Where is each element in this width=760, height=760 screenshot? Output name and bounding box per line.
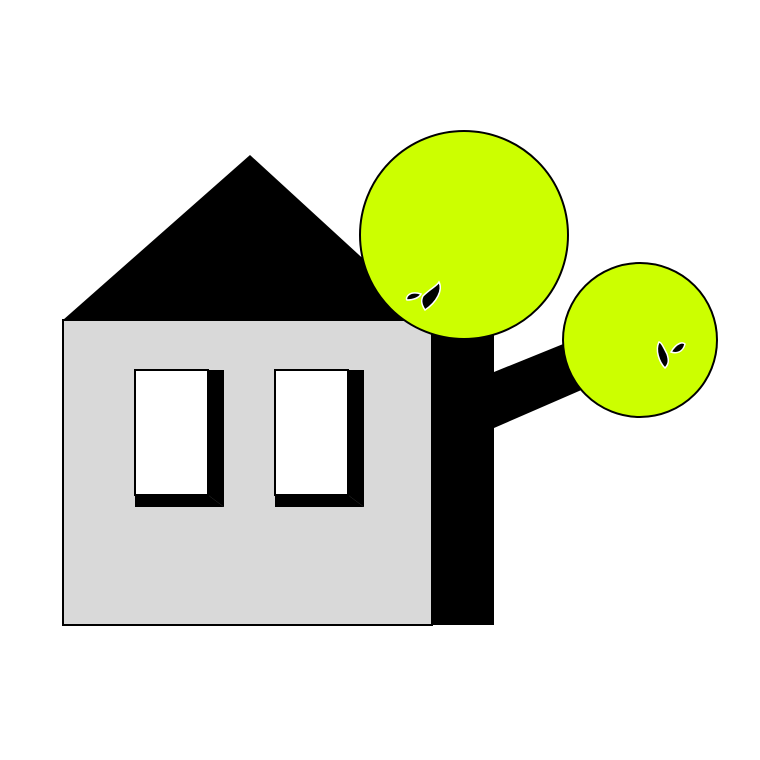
window-right-shadow [275,495,364,507]
window-right [274,369,364,507]
canopy-large [359,130,569,340]
window-right-side-shadow [348,370,364,507]
tree-trunk-group [432,300,586,625]
leaf-icon [405,280,441,312]
tree-trunk [432,300,494,625]
house-group [62,155,433,626]
leaf-icon [656,341,686,370]
house-roof [63,155,430,320]
window-left [134,369,224,507]
canopy-large-circle [359,130,569,340]
window-right-pane [274,369,349,496]
canopy-small [562,262,718,418]
window-left-shadow [135,495,224,507]
house-wall [62,319,433,626]
window-left-side-shadow [208,370,224,507]
tree-branch [494,338,586,428]
window-left-pane [134,369,209,496]
canopy-small-circle [562,262,718,418]
